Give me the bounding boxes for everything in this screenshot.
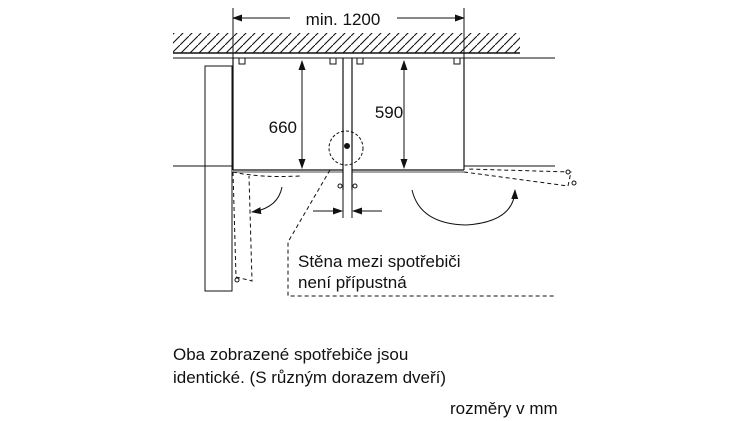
ceiling-wall: [173, 33, 520, 54]
caption-line-2: identické. (S různým dorazem dveří): [173, 368, 447, 387]
units-note: rozměry v mm: [450, 397, 558, 420]
dimension-depth-left-label: 660: [269, 118, 297, 137]
side-wall-column: [204, 65, 233, 292]
right-door-swing: [411, 168, 577, 226]
dimension-min-width-label: min. 1200: [306, 10, 381, 29]
dimension-depth-left: 660: [269, 60, 306, 169]
dimension-gap: [313, 183, 382, 218]
note-line-1: Stěna mezi spotřebiči: [298, 252, 461, 271]
caption-line-1: Oba zobrazené spotřebiče jsou: [173, 345, 409, 364]
units-label: rozměry v mm: [450, 399, 558, 418]
left-appliance: [232, 57, 344, 190]
note-line-2: není přípustná: [298, 273, 407, 292]
dimension-min-width: min. 1200: [232, 8, 465, 58]
dimension-depth-right-label: 590: [375, 103, 403, 122]
gap-detail-circle: [328, 130, 364, 166]
right-appliance: [351, 57, 465, 190]
dimension-depth-right: 590: [375, 60, 408, 169]
caption: Oba zobrazené spotřebiče jsou identické.…: [173, 343, 446, 389]
left-door-swing: [232, 171, 301, 283]
